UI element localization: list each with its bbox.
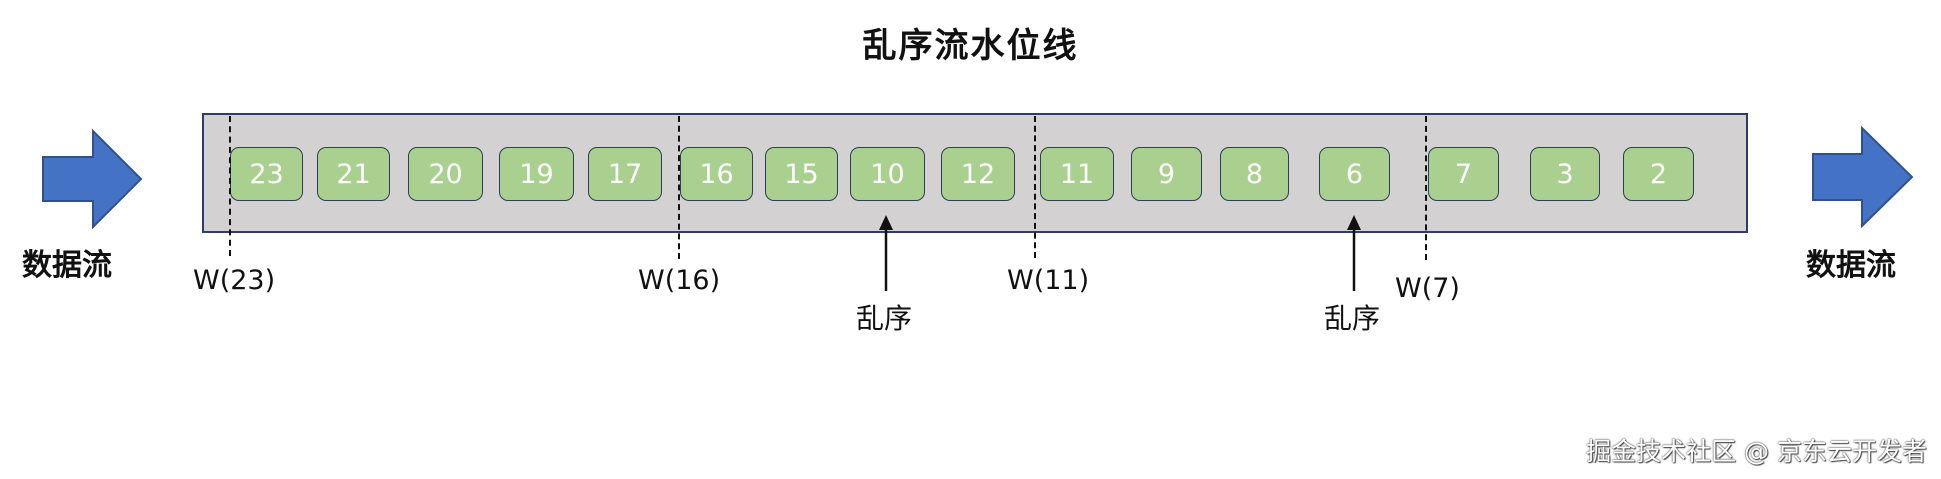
event-box: 16 xyxy=(680,147,753,201)
out-of-order-label: 乱序 xyxy=(856,302,913,335)
event-box: 6 xyxy=(1319,147,1390,201)
event-box: 19 xyxy=(499,147,574,201)
event-box: 15 xyxy=(765,147,838,201)
event-box: 12 xyxy=(941,147,1015,201)
event-box: 20 xyxy=(408,147,483,201)
event-box: 9 xyxy=(1131,147,1202,201)
watermark-line xyxy=(1425,116,1427,260)
event-box: 3 xyxy=(1530,147,1600,201)
diagram-title: 乱序流水位线 xyxy=(862,26,1079,66)
up-arrow-icon xyxy=(1347,215,1361,291)
input-stream-label: 数据流 xyxy=(22,248,112,283)
watermark-label: W(16) xyxy=(638,265,721,296)
event-box: 7 xyxy=(1428,147,1499,201)
event-box: 17 xyxy=(588,147,662,201)
event-box: 2 xyxy=(1623,147,1694,201)
event-box: 21 xyxy=(317,147,390,201)
watermark-line xyxy=(1034,116,1036,258)
output-stream-label: 数据流 xyxy=(1806,248,1896,283)
watermark-line xyxy=(229,116,231,256)
watermark-credit: 掘金技术社区 @ 京东云开发者 xyxy=(1586,437,1927,466)
watermark-label: W(11) xyxy=(1007,265,1090,296)
watermark-label: W(23) xyxy=(193,265,276,296)
up-arrow-icon xyxy=(879,215,893,291)
watermark-line xyxy=(678,116,680,259)
event-box: 8 xyxy=(1220,147,1289,201)
event-box: 23 xyxy=(230,147,303,201)
event-box: 10 xyxy=(850,147,925,201)
watermark-label: W(7) xyxy=(1395,273,1460,304)
out-of-order-label: 乱序 xyxy=(1324,302,1381,335)
event-box: 11 xyxy=(1040,147,1114,201)
